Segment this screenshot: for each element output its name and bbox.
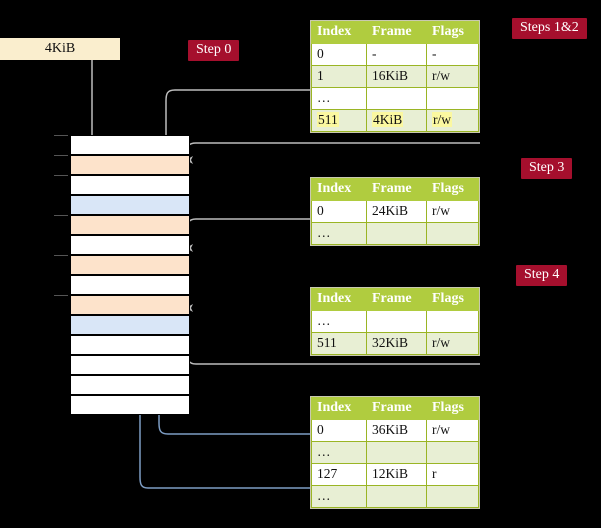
cell-flags-2 — [426, 87, 479, 110]
badge-step-0: Step 0 — [188, 40, 240, 61]
memory-frame-11 — [70, 355, 190, 375]
table-row: 0-- — [311, 43, 479, 66]
badge-steps-1-2: Steps 1&2 — [512, 18, 587, 39]
memory-frame-10 — [70, 335, 190, 355]
table-row: … — [311, 310, 479, 333]
virtual-address-box: 4KiB — [0, 38, 120, 60]
cell-frame-0 — [366, 310, 427, 333]
memory-frame-0 — [70, 135, 190, 155]
column-header-index: Index — [311, 21, 367, 44]
cell-index-3: 511 — [311, 109, 367, 132]
cell-frame-2: 12KiB — [366, 463, 427, 486]
highlighted-value: 4KiB — [372, 112, 404, 127]
cell-flags-1: r/w — [426, 332, 479, 355]
column-header-flags: Flags — [426, 178, 479, 201]
memory-frame-12 — [70, 375, 190, 395]
cell-frame-1 — [366, 222, 427, 245]
column-header-index: Index — [311, 288, 367, 311]
cell-frame-3: 4KiB — [366, 109, 427, 132]
cell-index-1: … — [311, 222, 367, 245]
cell-frame-2 — [366, 87, 427, 110]
memory-frame-2 — [70, 175, 190, 195]
memory-frame-1 — [70, 155, 190, 175]
cell-flags-3 — [426, 485, 479, 508]
cell-flags-1 — [426, 441, 479, 464]
cell-index-2: … — [311, 87, 367, 110]
cell-frame-3 — [366, 485, 427, 508]
frame-tick-0 — [54, 135, 68, 136]
highlighted-value: 511 — [317, 112, 339, 127]
column-header-frame: Frame — [366, 21, 427, 44]
column-header-frame: Frame — [366, 178, 427, 201]
frame-tick-6 — [54, 255, 68, 256]
column-header-index: Index — [311, 397, 367, 420]
memory-frame-5 — [70, 235, 190, 255]
highlighted-value: r/w — [432, 112, 452, 127]
table-row: … — [311, 222, 479, 245]
column-header-flags: Flags — [426, 21, 479, 44]
cell-frame-1: 16KiB — [366, 65, 427, 88]
badge-step-4: Step 4 — [516, 265, 568, 286]
cell-flags-0: r/w — [426, 200, 479, 223]
cell-flags-1: r/w — [426, 65, 479, 88]
memory-frame-9 — [70, 315, 190, 335]
badge-step-3: Step 3 — [521, 158, 573, 179]
frame-tick-8 — [54, 295, 68, 296]
frame-tick-1 — [54, 155, 68, 156]
cell-index-1: 511 — [311, 332, 367, 355]
column-header-index: Index — [311, 178, 367, 201]
wire-memory-to-level4-511 — [186, 142, 480, 164]
memory-frame-7 — [70, 275, 190, 295]
cell-flags-0 — [426, 310, 479, 333]
cell-index-3: … — [311, 485, 367, 508]
memory-frame-4 — [70, 215, 190, 235]
table-row: 511 4KiB r/w — [311, 109, 479, 132]
memory-frame-13 — [70, 395, 190, 415]
frame-tick-4 — [54, 215, 68, 216]
memory-frame-8 — [70, 295, 190, 315]
cell-index-1: 1 — [311, 65, 367, 88]
frame-tick-2 — [54, 175, 68, 176]
cell-frame-0: 36KiB — [366, 419, 427, 442]
cell-frame-1: 32KiB — [366, 332, 427, 355]
cell-flags-1 — [426, 222, 479, 245]
cell-flags-3: r/w — [426, 109, 479, 132]
cell-frame-0: 24KiB — [366, 200, 427, 223]
cell-index-0: … — [311, 310, 367, 333]
column-header-flags: Flags — [426, 397, 479, 420]
memory-frame-6 — [70, 255, 190, 275]
cell-index-0: 0 — [311, 419, 367, 442]
table-row: … — [311, 87, 479, 110]
table-row: … — [311, 441, 479, 464]
memory-frame-3 — [70, 195, 190, 215]
cell-index-2: 127 — [311, 463, 367, 486]
column-header-flags: Flags — [426, 288, 479, 311]
table-row: … — [311, 485, 479, 508]
cell-frame-0: - — [366, 43, 427, 66]
cell-index-1: … — [311, 441, 367, 464]
virtual-address-label: 4KiB — [44, 41, 76, 56]
cell-flags-0: r/w — [426, 419, 479, 442]
cell-flags-0: - — [426, 43, 479, 66]
cell-frame-1 — [366, 441, 427, 464]
physical-memory-column — [54, 135, 190, 415]
cell-flags-2: r — [426, 463, 479, 486]
column-header-frame: Frame — [366, 397, 427, 420]
cell-index-0: 0 — [311, 200, 367, 223]
cell-index-0: 0 — [311, 43, 367, 66]
column-header-frame: Frame — [366, 288, 427, 311]
